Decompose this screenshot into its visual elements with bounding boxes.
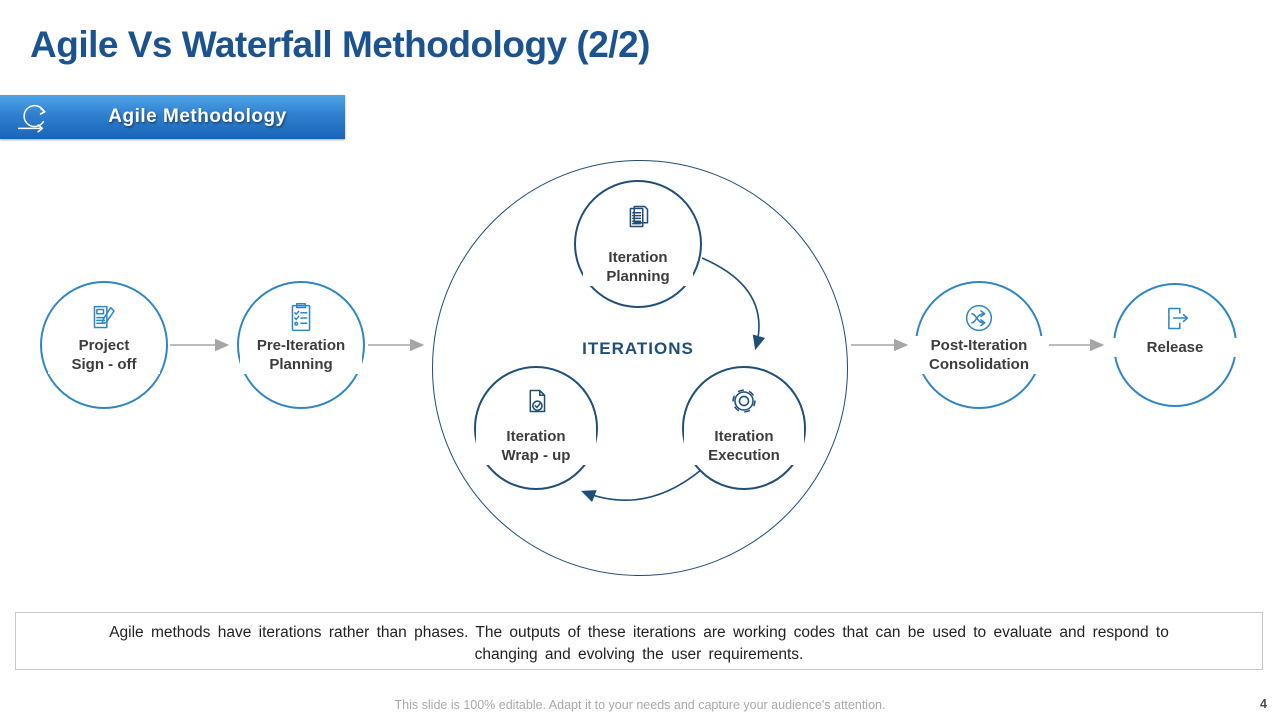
node-label-iteration-execution: Iteration Execution: [684, 427, 804, 465]
iterations-center-label: ITERATIONS: [582, 339, 694, 358]
document-check-icon: [517, 382, 555, 420]
gear-icon: [725, 382, 763, 420]
shuffle-circle-icon: [960, 299, 998, 337]
document-pen-icon: [85, 300, 123, 338]
footer-note: This slide is 100% editable. Adapt it to…: [394, 698, 886, 712]
node-label-iteration-wrap-up: Iteration Wrap - up: [476, 427, 596, 465]
description-box: Agile methods have iterations rather tha…: [15, 612, 1263, 670]
documents-icon: [619, 198, 657, 236]
description-text: Agile methods have iterations rather tha…: [109, 624, 1169, 663]
page-title: Agile Vs Waterfall Methodology (2/2): [30, 24, 650, 65]
node-circle-iteration-planning: [574, 180, 702, 308]
agile-methodology-banner: Agile Methodology: [0, 95, 345, 139]
banner-label: Agile Methodology: [108, 106, 287, 127]
checklist-icon: [282, 299, 320, 337]
iterations-outer-circle: [432, 160, 848, 576]
node-label-release: Release: [1108, 338, 1242, 357]
node-label-pre-iteration-planning: Pre-Iteration Planning: [240, 336, 362, 374]
node-label-post-iteration-consolidation: Post-Iteration Consolidation: [909, 336, 1049, 374]
agile-loop-icon: [12, 98, 50, 136]
node-label-iteration-planning: Iteration Planning: [583, 248, 693, 286]
page-number: 4: [1260, 697, 1267, 711]
node-label-project-sign-off: Project Sign - off: [48, 336, 160, 374]
release-icon: [1157, 300, 1195, 338]
